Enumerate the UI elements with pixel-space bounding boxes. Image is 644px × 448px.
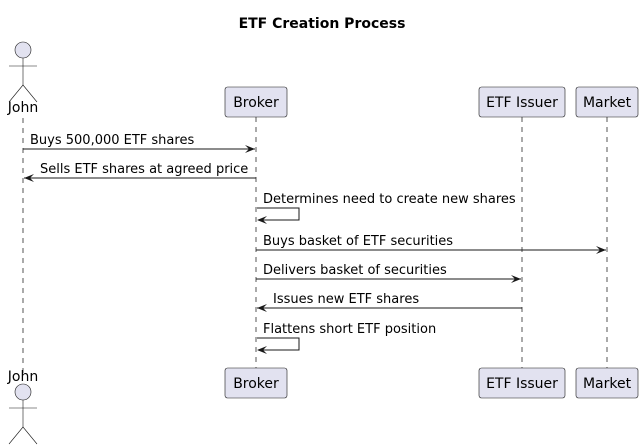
message-label: Determines need to create new shares bbox=[263, 192, 516, 207]
actor-john-bottom: John bbox=[7, 369, 38, 445]
arrowhead-icon bbox=[257, 346, 267, 354]
arrowhead-icon bbox=[257, 216, 267, 224]
message-3: Determines need to create new shares bbox=[257, 192, 516, 224]
message-line bbox=[257, 207, 300, 221]
participant-issuer-bottom: ETF Issuer bbox=[478, 367, 566, 399]
actor-leg-right bbox=[22, 426, 38, 445]
participant-market-top: Market bbox=[575, 86, 639, 118]
participant-label: Broker bbox=[233, 95, 279, 111]
participant-broker-bottom: Broker bbox=[224, 367, 288, 399]
participant-box bbox=[478, 86, 566, 118]
participant-issuer-top: ETF Issuer bbox=[478, 86, 566, 118]
actor-leg-right bbox=[22, 84, 38, 103]
message-4: Buys basket of ETF securities bbox=[256, 234, 606, 254]
message-label: Sells ETF shares at agreed price bbox=[40, 162, 248, 177]
actor-label: John bbox=[7, 100, 38, 116]
participant-box bbox=[575, 86, 639, 118]
actor-label: John bbox=[7, 369, 38, 385]
actor-john-top: John bbox=[7, 41, 38, 116]
arrowhead-icon bbox=[511, 275, 521, 283]
participant-label: Market bbox=[583, 376, 632, 392]
actor-leg-left bbox=[8, 426, 24, 445]
arrowhead-icon bbox=[24, 174, 34, 182]
message-6: Issues new ETF shares bbox=[257, 292, 522, 312]
arrowhead-icon bbox=[245, 145, 255, 153]
message-7: Flattens short ETF position bbox=[257, 322, 436, 354]
message-label: Delivers basket of securities bbox=[263, 263, 447, 278]
message-label: Flattens short ETF position bbox=[263, 322, 436, 337]
participant-box bbox=[224, 86, 288, 118]
diagram-title: ETF Creation Process bbox=[239, 16, 406, 32]
arrowhead-icon bbox=[257, 304, 267, 312]
participant-label: ETF Issuer bbox=[486, 95, 558, 111]
participant-box bbox=[224, 367, 288, 399]
arrowhead-icon bbox=[596, 246, 606, 254]
message-2: Sells ETF shares at agreed price bbox=[24, 162, 256, 182]
message-label: Buys 500,000 ETF shares bbox=[30, 133, 194, 148]
message-label: Buys basket of ETF securities bbox=[263, 234, 453, 249]
participant-broker-top: Broker bbox=[224, 86, 288, 118]
participant-box bbox=[575, 367, 639, 399]
participant-label: ETF Issuer bbox=[486, 376, 558, 392]
participant-label: Market bbox=[583, 95, 632, 111]
message-line bbox=[257, 337, 300, 351]
actor-head-icon bbox=[14, 383, 32, 401]
message-label: Issues new ETF shares bbox=[273, 292, 419, 307]
actor-leg-left bbox=[8, 84, 24, 103]
participant-box bbox=[478, 367, 566, 399]
actor-head-icon bbox=[14, 41, 32, 59]
message-5: Delivers basket of securities bbox=[256, 263, 521, 283]
message-1: Buys 500,000 ETF shares bbox=[23, 133, 255, 153]
participant-label: Broker bbox=[233, 376, 279, 392]
participant-market-bottom: Market bbox=[575, 367, 639, 399]
